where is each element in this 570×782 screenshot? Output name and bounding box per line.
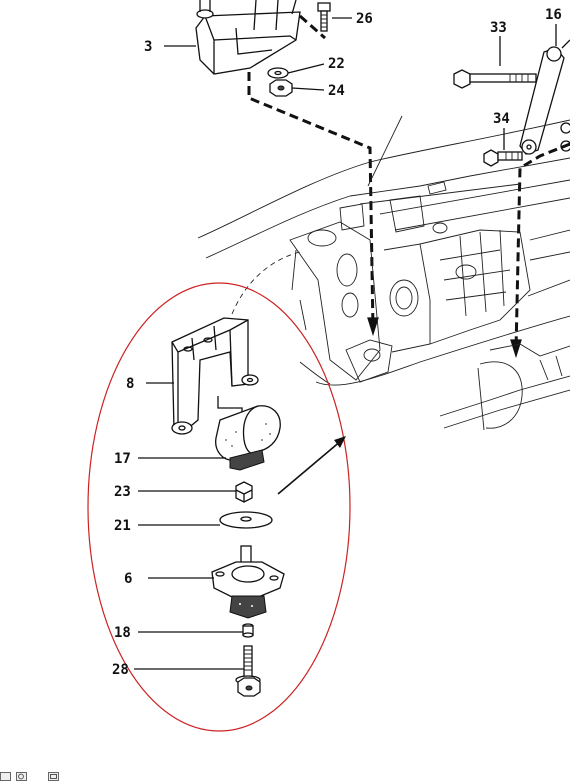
part-23-nut (235, 481, 253, 503)
direction-arrow (277, 436, 346, 495)
part-28-bolt (235, 645, 261, 697)
part-24-nut (269, 79, 293, 97)
part-8-bracket (171, 317, 259, 435)
callout-28: 28 (112, 662, 129, 678)
assembly-line-left (247, 72, 375, 331)
callout-33: 33 (490, 20, 507, 36)
zoom-icon[interactable] (16, 772, 27, 781)
frame-icon[interactable] (48, 772, 59, 781)
leader-lines (134, 17, 557, 670)
highlight-ellipse (87, 282, 351, 732)
callout-8: 8 (126, 376, 134, 392)
assembly-line-bolt (299, 14, 326, 40)
part-17-rubber-buffer (215, 405, 281, 471)
part-18-spacer (242, 623, 254, 638)
assembly-line-right (514, 142, 570, 351)
part-6-engine-mount (211, 545, 285, 619)
callout-18: 18 (114, 625, 131, 641)
callout-26: 26 (356, 11, 373, 27)
chassis-frame (197, 115, 570, 431)
callout-17: 17 (114, 451, 131, 467)
callout-3: 3 (144, 39, 152, 55)
part-34-bolt (483, 149, 523, 167)
part-3-mount-bracket (195, 0, 301, 75)
callout-16: 16 (545, 7, 562, 23)
callout-6: 6 (124, 571, 132, 587)
callout-22: 22 (328, 56, 345, 72)
part-16-link-rod (519, 39, 570, 155)
callout-21: 21 (114, 518, 131, 534)
part-21-washer (219, 511, 273, 529)
callout-24: 24 (328, 83, 345, 99)
callout-34: 34 (493, 111, 510, 127)
page-icon[interactable] (0, 772, 11, 781)
callout-23: 23 (114, 484, 131, 500)
part-26-bolt (317, 2, 331, 32)
part-22-washer (267, 67, 289, 79)
part-33-bolt (453, 69, 537, 89)
